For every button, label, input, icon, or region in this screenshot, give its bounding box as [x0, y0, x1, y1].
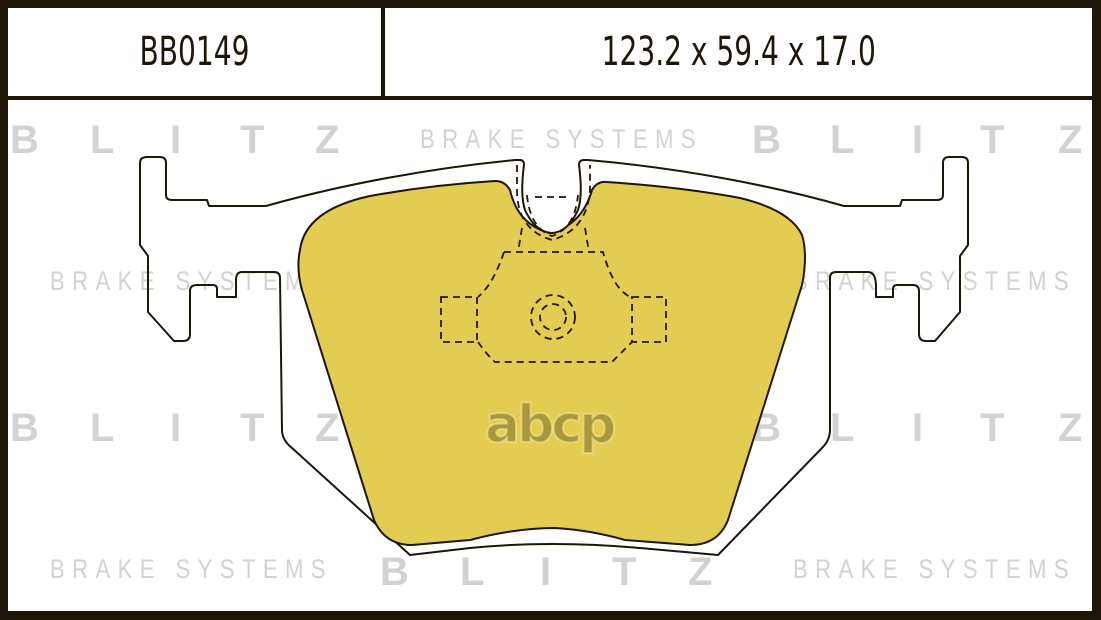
dimensions: 123.2 x 59.4 x 17.0 [601, 29, 876, 75]
backing-plate-outline [139, 156, 969, 556]
dimensions-cell: 123.2 x 59.4 x 17.0 [385, 8, 1092, 96]
hidden-lines [440, 165, 667, 363]
abcp-logo-overlay: abcp [484, 394, 617, 456]
part-number-cell: BB0149 [8, 8, 385, 96]
slot-outline [521, 164, 582, 235]
part-number: BB0149 [139, 29, 250, 75]
header-bar: BB0149 123.2 x 59.4 x 17.0 [8, 8, 1092, 100]
friction-material [297, 180, 806, 546]
